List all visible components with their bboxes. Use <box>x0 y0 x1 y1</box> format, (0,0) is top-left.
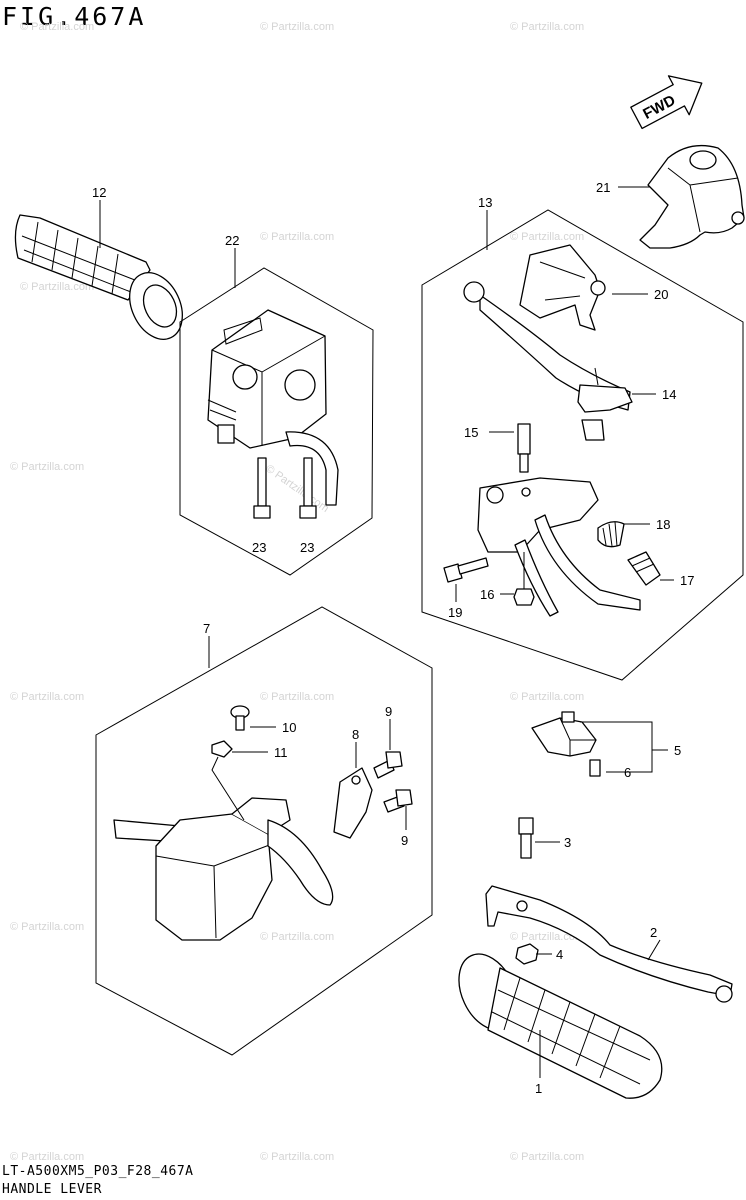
lever-cover <box>639 144 745 249</box>
watermark: © Partzilla.com <box>510 21 584 33</box>
callout-1: 1 <box>535 1081 542 1096</box>
watermark: © Partzilla.com <box>10 921 84 933</box>
brake-switch <box>531 711 601 777</box>
watermark: © Partzilla.com <box>510 931 584 943</box>
callout-21: 21 <box>596 180 610 195</box>
callout-10: 10 <box>282 720 296 735</box>
callout-22: 22 <box>225 233 239 248</box>
grip-right <box>458 953 663 1099</box>
assembly-box-13 <box>421 209 744 681</box>
clutch-lever-assembly <box>443 244 661 617</box>
callout-16: 16 <box>480 587 494 602</box>
grip-left <box>14 214 183 340</box>
callout-13: 13 <box>478 195 492 210</box>
callout-9-top: 9 <box>385 704 392 719</box>
callout-19: 19 <box>448 605 462 620</box>
lever-bolt <box>518 817 534 859</box>
callout-23-right: 23 <box>300 540 314 555</box>
callout-17: 17 <box>680 573 694 588</box>
callout-5: 5 <box>674 743 681 758</box>
assembly-box-22 <box>179 267 374 576</box>
watermark: © Partzilla.com <box>260 21 334 33</box>
watermark: © Partzilla.com <box>260 931 334 943</box>
watermark: © Partzilla.com <box>20 281 94 293</box>
callout-23-left: 23 <box>252 540 266 555</box>
callout-3: 3 <box>564 835 571 850</box>
leader-bracket <box>580 721 653 773</box>
brake-lever <box>485 885 733 1003</box>
brake-lever-assembly <box>113 705 413 941</box>
watermark: © Partzilla.com <box>10 461 84 473</box>
figure-title: FIG.467A <box>2 2 147 31</box>
watermark: © Partzilla.com <box>260 231 334 243</box>
callout-4: 4 <box>556 947 563 962</box>
callout-20: 20 <box>654 287 668 302</box>
callout-9-bottom: 9 <box>401 833 408 848</box>
leader-line <box>647 939 661 961</box>
callout-11: 11 <box>274 745 288 760</box>
figure-caption: HANDLE LEVER <box>2 1182 102 1197</box>
callout-6: 6 <box>624 765 631 780</box>
forward-arrow-icon: FWD <box>630 75 703 130</box>
callout-15: 15 <box>464 425 478 440</box>
watermark: © Partzilla.com <box>10 1151 84 1163</box>
assembly-box-7 <box>95 606 433 1056</box>
callout-12: 12 <box>92 185 106 200</box>
callout-2: 2 <box>650 925 657 940</box>
lever-nut <box>515 943 539 965</box>
figure-code: LT-A500XM5_P03_F28_467A <box>2 1164 194 1179</box>
watermark: © Partzilla.com <box>510 231 584 243</box>
callout-7: 7 <box>203 621 210 636</box>
callout-14: 14 <box>662 387 676 402</box>
watermark: © Partzilla.com <box>510 1151 584 1163</box>
watermark: © Partzilla.com <box>260 691 334 703</box>
watermark: © Partzilla.com <box>263 463 331 515</box>
watermark: © Partzilla.com <box>20 21 94 33</box>
watermark: © Partzilla.com <box>510 691 584 703</box>
callout-8: 8 <box>352 727 359 742</box>
watermark: © Partzilla.com <box>260 1151 334 1163</box>
callout-18: 18 <box>656 517 670 532</box>
switch-assembly <box>207 309 339 519</box>
watermark: © Partzilla.com <box>10 691 84 703</box>
